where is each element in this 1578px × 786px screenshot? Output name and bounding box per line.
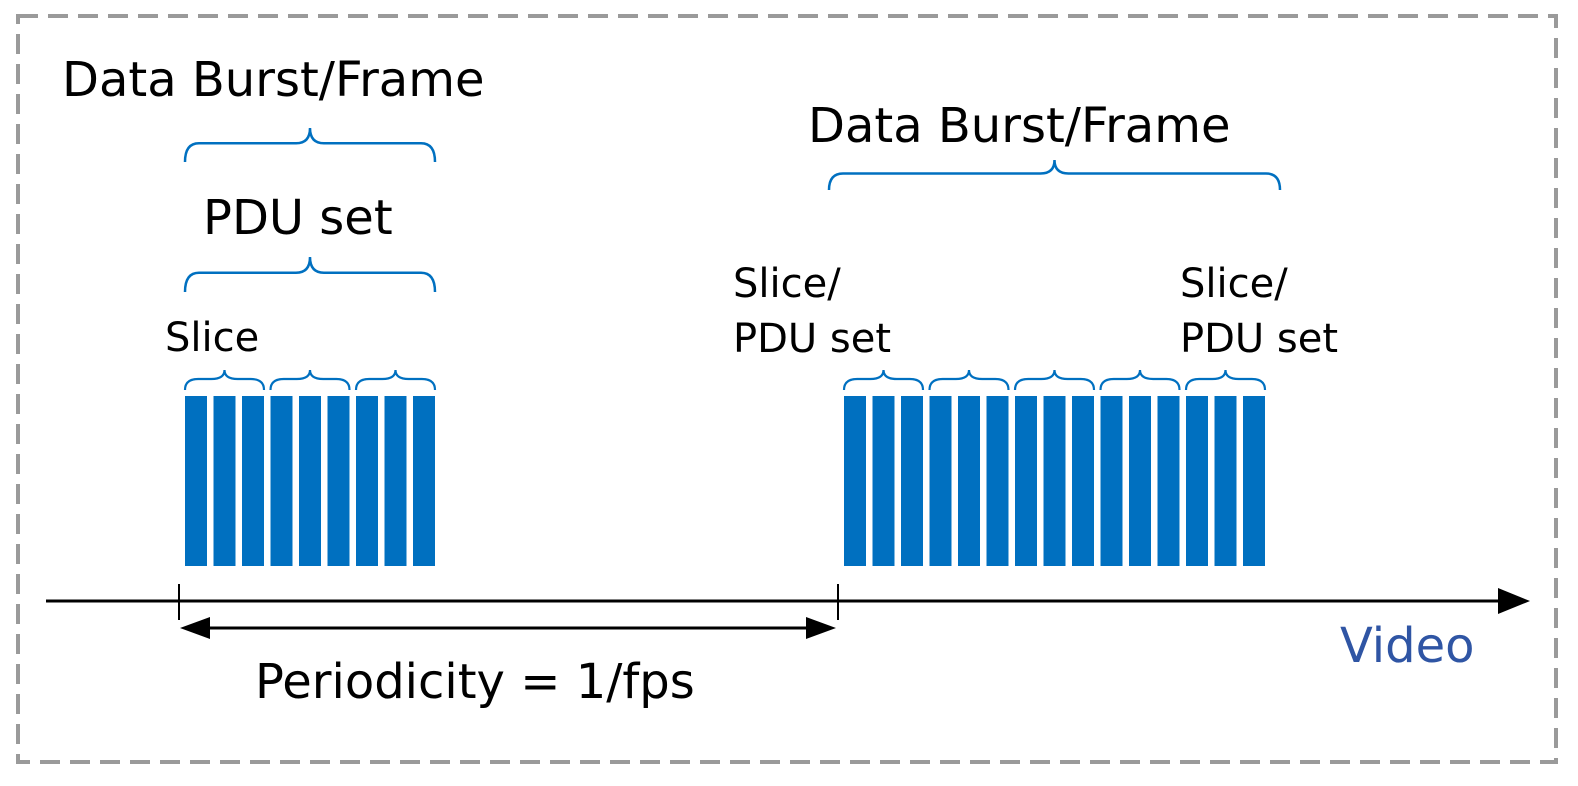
frame2-packet-7: [1015, 396, 1037, 566]
frame2-slice-brace-1: [842, 369, 925, 391]
frame1-packet-1: [185, 396, 207, 566]
frame1-slice-brace-3: [354, 369, 437, 391]
frame2-packet-14: [1214, 396, 1237, 566]
frame2-slice-brace-2: [928, 369, 1010, 391]
frame2-packet-15: [1243, 396, 1265, 566]
frame2-packet-10: [1100, 396, 1123, 566]
video-axis-label: Video: [1340, 618, 1474, 674]
frame1-pdu-set-brace: [183, 256, 437, 293]
frame1-slice-label: Slice: [165, 315, 259, 361]
periodicity-arrow-left-head: [180, 617, 210, 639]
double-arrow-icon: [180, 617, 836, 639]
frame1-title: Data Burst/Frame: [62, 52, 485, 108]
frame1-slice-brace-1: [183, 369, 266, 391]
frame1-packet-9: [413, 396, 435, 566]
frame2-slice-brace-3: [1013, 369, 1096, 391]
frame2-packet-9: [1072, 396, 1094, 566]
frame2-slice-brace-4: [1099, 369, 1181, 391]
frame2-slice-pdu-label-right-line1: Slice/: [1180, 261, 1288, 307]
time-axis: [46, 584, 1530, 620]
frame1-packet-6: [327, 396, 350, 566]
frame2-packet-3: [901, 396, 923, 566]
frame1-packet-8: [384, 396, 407, 566]
frame2-slice-pdu-label-right-line2: PDU set: [1180, 316, 1338, 362]
frame1-burst-brace: [183, 127, 437, 163]
frame2-packet-6: [986, 396, 1009, 566]
frame2-packet-4: [929, 396, 952, 566]
frame1-packet-3: [242, 396, 264, 566]
frame2-slice-pdu-label-left-line1: Slice/: [733, 261, 841, 307]
frame1-packet-7: [356, 396, 378, 566]
arrow-right-icon: [1498, 588, 1530, 614]
frame2-burst-brace: [827, 159, 1282, 191]
frame1-pdu-set-label: PDU set: [203, 190, 393, 246]
diagram-border: [16, 14, 1558, 764]
frame2-slice-pdu-label-left-line2: PDU set: [733, 316, 891, 362]
frame1-packet-2: [213, 396, 236, 566]
frame2-packets: [844, 396, 1265, 566]
frame2-slice-brace-5: [1184, 369, 1267, 391]
frame2-packet-1: [844, 396, 866, 566]
frame2-packet-8: [1043, 396, 1066, 566]
frame2-packet-12: [1157, 396, 1180, 566]
frame1-packet-4: [270, 396, 293, 566]
frame1-packets: [185, 396, 435, 566]
frame1-slice-brace-2: [269, 369, 351, 391]
frame2-packet-2: [872, 396, 895, 566]
frame2-packet-5: [958, 396, 980, 566]
frame2-title: Data Burst/Frame: [808, 98, 1231, 154]
frame1-packet-5: [299, 396, 321, 566]
braces: [183, 127, 1282, 391]
periodicity-arrow-right-head: [806, 617, 836, 639]
frame2-packet-13: [1186, 396, 1208, 566]
periodicity-label: Periodicity = 1/fps: [255, 654, 695, 710]
frame2-packet-11: [1129, 396, 1151, 566]
